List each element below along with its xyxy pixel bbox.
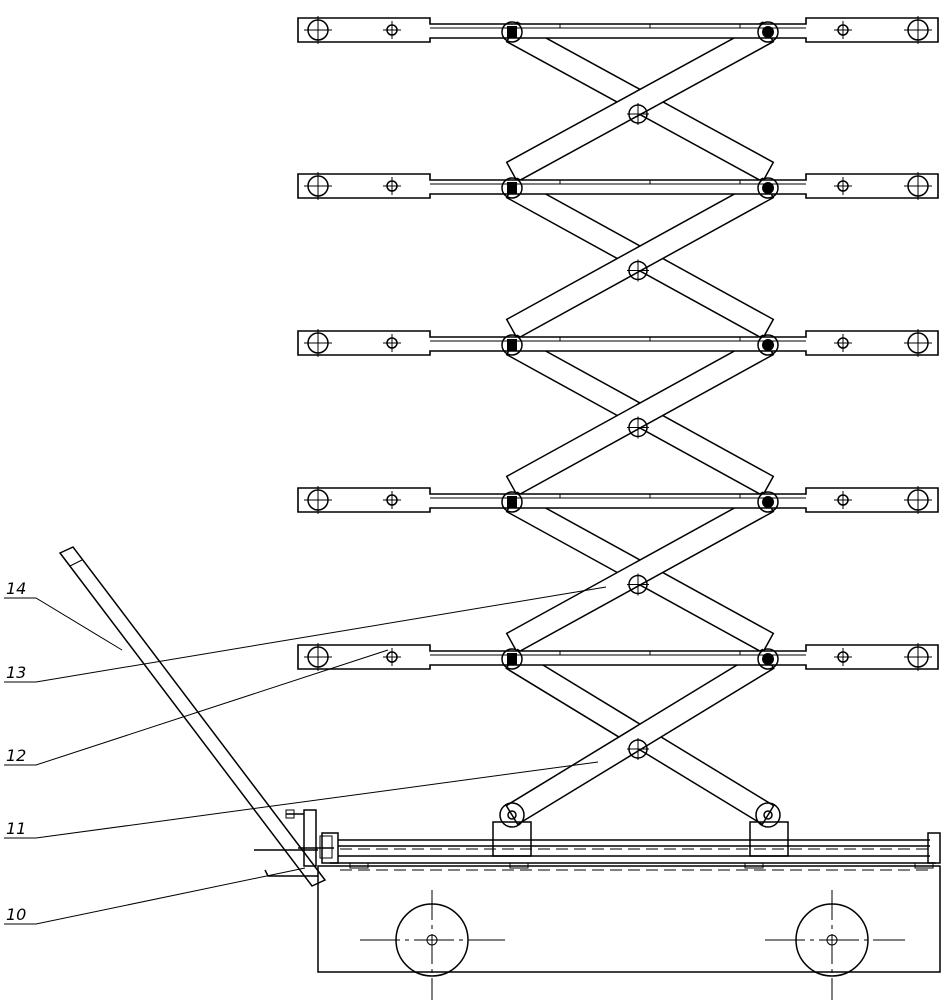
label-12: 12 (6, 746, 26, 765)
label-10: 10 (6, 905, 26, 924)
upper-pivot (757, 491, 779, 513)
push-handle (58, 546, 327, 887)
roller (762, 496, 774, 508)
platform-plate (297, 487, 939, 513)
slider-block (507, 339, 517, 351)
label-11: 11 (6, 819, 26, 838)
upper-pivot (501, 177, 523, 199)
roller (762, 653, 774, 665)
slider-block (507, 182, 517, 194)
base-cart (317, 802, 941, 1000)
label-13: 13 (6, 663, 26, 682)
platform-plate (297, 644, 939, 670)
roller (762, 339, 774, 351)
slider-block (507, 653, 517, 665)
upper-pivot (501, 334, 523, 356)
upper-pivot (501, 648, 523, 670)
label-14: 14 (6, 579, 26, 598)
upper-pivot (757, 21, 779, 43)
upper-pivot (757, 177, 779, 199)
platform-plate (297, 330, 939, 356)
scissor-stages (297, 16, 939, 826)
upper-pivot (757, 648, 779, 670)
slider-block (507, 26, 517, 38)
roller (762, 182, 774, 194)
slider-block (507, 496, 517, 508)
roller (762, 26, 774, 38)
handle-lock (285, 809, 334, 867)
callouts: 14 13 12 11 10 (4, 579, 607, 925)
platform-plate (297, 173, 939, 199)
upper-pivot (501, 21, 523, 43)
upper-pivot (757, 334, 779, 356)
platform-plate (297, 17, 939, 43)
upper-pivot (501, 491, 523, 513)
